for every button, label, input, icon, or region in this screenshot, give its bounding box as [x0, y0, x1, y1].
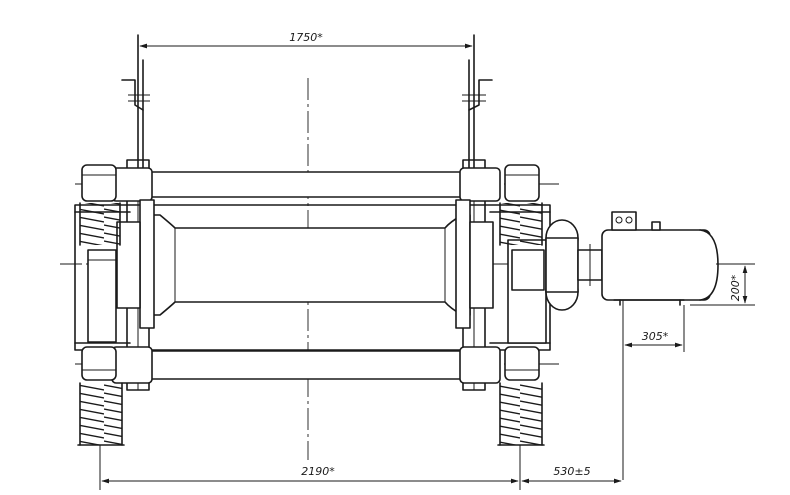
dimension-shaft-height: 200* [690, 263, 755, 306]
central-drum [116, 199, 494, 329]
dimension-motor-base: 305* [622, 300, 685, 480]
dimension-label-200: 200* [729, 274, 742, 301]
lower-tube [81, 346, 540, 384]
electric-motor [601, 211, 719, 306]
right-bearing-housing [507, 239, 547, 344]
flexible-coupling [545, 219, 603, 311]
dimension-bottom-span: 2190* [99, 445, 521, 490]
upper-tube [81, 164, 540, 202]
right-upper-guide [462, 34, 493, 171]
left-bearing-housing [87, 249, 117, 343]
upper-right-spring [499, 202, 543, 246]
dimension-label-305: 305* [642, 330, 669, 343]
lower-left-spring [77, 382, 125, 446]
dimension-label-2190: 2190* [301, 465, 335, 478]
upper-left-spring [79, 202, 121, 246]
dimension-top-span: 1750* [139, 31, 473, 49]
left-upper-guide [121, 34, 150, 171]
lower-right-spring [497, 382, 545, 446]
dimension-motor-offset: 530±5 [521, 465, 622, 484]
dimension-label-530: 530±5 [553, 465, 590, 478]
dimension-label-1750: 1750* [289, 31, 323, 44]
